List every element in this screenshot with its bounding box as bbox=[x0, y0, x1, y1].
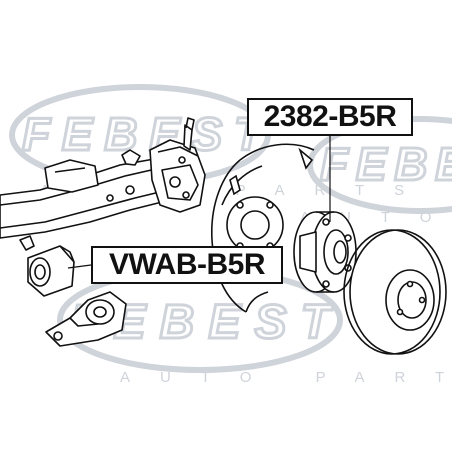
watermark-sub-bottom: AUTO PARTS bbox=[120, 369, 452, 386]
wheel-hub-bearing bbox=[293, 211, 357, 293]
leader-lines bbox=[67, 136, 331, 269]
mounting-bracket bbox=[45, 291, 127, 347]
spindle-bracket bbox=[121, 117, 206, 213]
brake-backing-plate bbox=[211, 143, 315, 313]
brake-disc bbox=[343, 229, 447, 355]
axle-bushing bbox=[19, 235, 75, 297]
watermark-brand-top: FEBEST bbox=[22, 108, 266, 160]
leader-bushing bbox=[67, 264, 92, 269]
part-number-label-bushing: VWAB-B5R bbox=[91, 246, 283, 284]
part-number-label-hub: 2382-B5R bbox=[247, 98, 413, 136]
axle-beam bbox=[0, 157, 176, 239]
